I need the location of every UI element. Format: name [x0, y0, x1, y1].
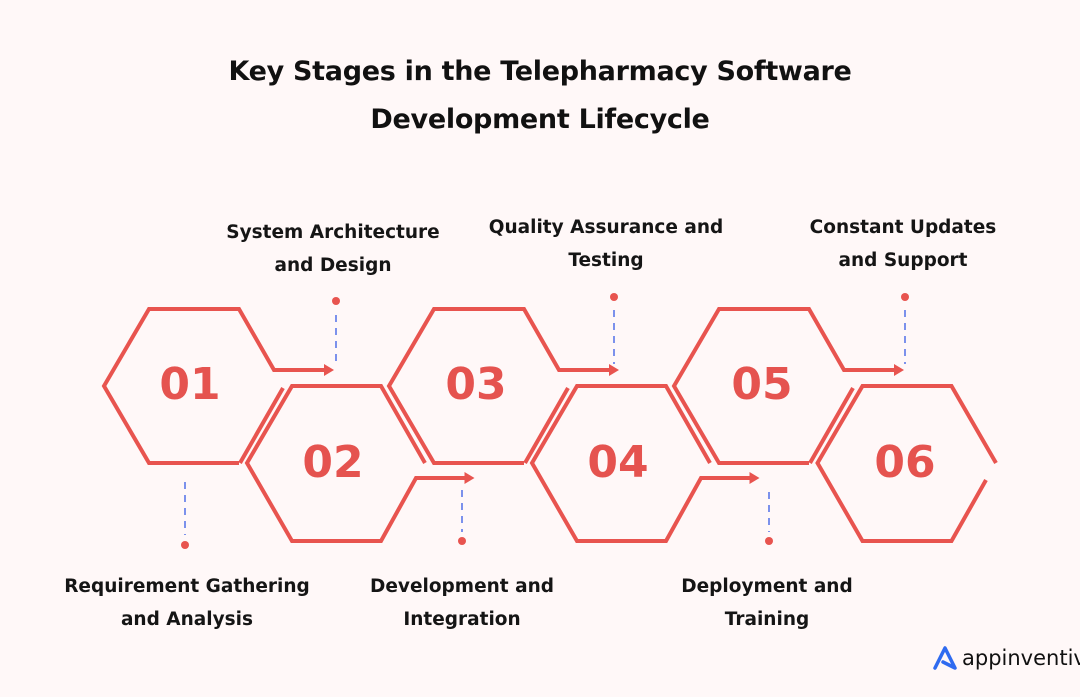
stage-number-04: 04: [587, 437, 649, 488]
connector-dot-06: [901, 293, 909, 301]
stage-number-05: 05: [731, 359, 793, 410]
hexagon-edge-03: [523, 387, 570, 464]
arrow-head-02: [464, 472, 475, 484]
arrow-head-01: [324, 364, 334, 376]
logo-text: appinventiv: [962, 646, 1080, 670]
connector-dot-03: [458, 537, 466, 545]
stage-number-01: 01: [159, 359, 221, 410]
connector-dot-04: [610, 293, 618, 301]
arrow-head-05: [894, 364, 904, 376]
arrow-head-03: [609, 364, 619, 376]
stage-number-03: 03: [445, 359, 507, 410]
hexagon-05: [671, 307, 896, 465]
hexagon-04: [529, 384, 752, 543]
hexagon-02: [244, 384, 467, 543]
hexagon-edge-05: [808, 387, 855, 464]
stage-number-06: 06: [874, 437, 936, 488]
hexagon-edge-01: [238, 387, 285, 464]
connector-dot-05: [765, 537, 773, 545]
appinventiv-logo: appinventiv: [932, 645, 1080, 671]
title-line-1: Key Stages in the Telepharmacy Software: [228, 56, 852, 87]
connector-dot-02: [332, 297, 340, 305]
hexagon-01: [101, 307, 326, 465]
hexagon-06: [815, 384, 998, 543]
connector-dot-01: [181, 541, 189, 549]
hexagon-03: [386, 307, 611, 465]
title-line-2: Development Lifecycle: [370, 104, 710, 135]
arrow-head-04: [749, 472, 760, 484]
stage-number-02: 02: [302, 437, 364, 488]
logo-mark-icon: [933, 646, 957, 670]
